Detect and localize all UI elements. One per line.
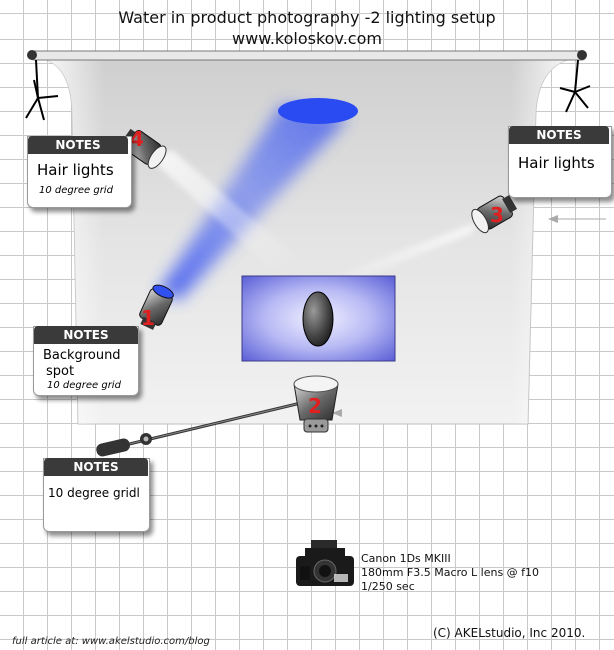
note-main-light: NOTES 10 degree gridl <box>43 458 150 532</box>
light-number-4: 4 <box>130 127 144 151</box>
note-hair-lights-left: NOTES Hair lights 10 degree grid <box>27 136 132 208</box>
arrow-indicator-2 <box>332 409 342 417</box>
camera-info: Canon 1Ds MKIII 180mm F3.5 Macro L lens … <box>361 552 539 594</box>
note-background-spot: NOTES Background spot 10 degree grid <box>33 326 139 396</box>
note-subtitle: 10 degree grid <box>47 380 121 391</box>
note-title-line2: spot <box>46 364 75 379</box>
light-number-3: 3 <box>490 203 504 227</box>
note-header: NOTES <box>28 136 128 154</box>
product-subject <box>302 291 334 347</box>
diagram-title: Water in product photography -2 lighting… <box>118 8 496 27</box>
boom-arm <box>96 400 306 457</box>
camera-model: Canon 1Ds MKIII <box>361 552 451 565</box>
note-header: NOTES <box>34 326 138 344</box>
backdrop-roll <box>27 50 587 61</box>
note-subtitle: 10 degree grid <box>39 185 113 196</box>
blue-spot-beam <box>158 98 358 300</box>
hair-light-beams <box>150 150 478 290</box>
light-number-2: 2 <box>308 394 322 418</box>
website-url: www.koloskov.com <box>232 29 382 48</box>
note-title: Background <box>43 348 121 363</box>
left-stand <box>25 59 59 121</box>
backdrop-paper <box>39 57 576 425</box>
note-title: Hair lights <box>37 161 114 179</box>
camera-shutter: 1/250 sec <box>361 580 415 593</box>
camera-icon <box>296 540 354 586</box>
note-header: NOTES <box>44 458 148 476</box>
hair-light-3 <box>471 195 518 234</box>
note-title: 10 degree gridl <box>48 486 140 500</box>
note-title: Hair lights <box>518 154 595 172</box>
background-spot-light-1 <box>139 284 174 330</box>
light-number-1: 1 <box>141 306 155 330</box>
right-stand <box>559 59 591 113</box>
copyright: (C) AKELstudio, Inc 2010. <box>433 626 586 640</box>
main-light-2 <box>293 375 339 433</box>
note-hair-lights-right: NOTES Hair lights <box>508 126 612 198</box>
camera-lens: 180mm F3.5 Macro L lens @ f10 <box>361 566 540 579</box>
arrow-indicator <box>548 215 606 223</box>
article-link[interactable]: full article at: www.akelstudio.com/blog <box>12 636 210 647</box>
note-header: NOTES <box>509 126 609 144</box>
